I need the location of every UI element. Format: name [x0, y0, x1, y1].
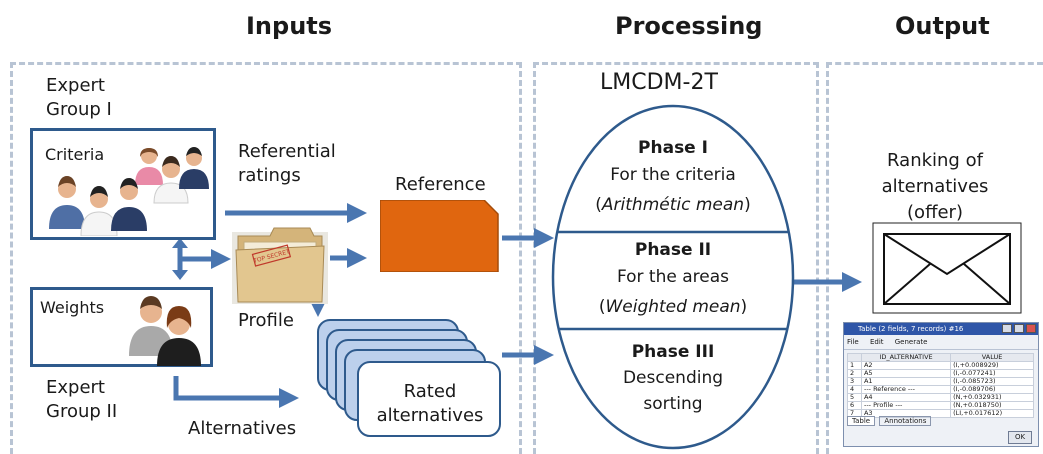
phase3-block: Phase III Descending sorting — [570, 340, 776, 416]
envelope-icon — [872, 222, 1022, 314]
referential-ratings-label: Referential ratings — [238, 141, 336, 186]
table-row: 6--- Profile ---(N,+0.018750) — [847, 401, 1034, 410]
people-group-icon — [49, 147, 209, 236]
phase1-block: Phase I For the criteria (Arithmétic mea… — [570, 136, 776, 220]
weights-people-icon — [129, 296, 201, 366]
ranking-label: Ranking of alternatives (offer) — [881, 150, 989, 223]
output-panel — [826, 62, 1043, 454]
expert-group-1-label: Expert Group I — [46, 75, 112, 120]
phase3-line1: Descending — [622, 368, 724, 388]
output-header: Output — [895, 12, 990, 40]
processing-panel — [533, 62, 819, 454]
close-icon[interactable] — [1026, 324, 1036, 333]
arrow-weights-to-rated — [173, 376, 299, 408]
result-table-window: Table (2 fields, 7 records) #16 File Edi… — [843, 322, 1039, 447]
phase1-line2: (Arithmétic mean) — [595, 195, 751, 215]
phase3-title: Phase III — [631, 342, 715, 362]
inputs-panel — [10, 62, 522, 454]
phase2-block: Phase II For the areas (Weighted mean) — [570, 238, 776, 322]
phase2-line2: (Weighted mean) — [598, 297, 748, 317]
criteria-label: Criteria — [45, 145, 105, 164]
alternatives-label: Alternatives — [188, 418, 297, 439]
reference-label: Reference — [395, 174, 486, 195]
phase2-title: Phase II — [634, 240, 712, 260]
phases-ellipse — [551, 104, 795, 450]
table-window-menu: File Edit Generate — [844, 335, 1038, 350]
profile-label: Profile — [238, 310, 294, 331]
phase2-line1: For the areas — [616, 267, 730, 287]
expert-group-2-label: Expert Group II — [46, 377, 118, 422]
minimize-icon[interactable] — [1002, 324, 1012, 333]
table-window-titlebar: Table (2 fields, 7 records) #16 — [844, 323, 1038, 335]
rated-alternatives-label: Rated alternatives — [376, 381, 484, 426]
inputs-header: Inputs — [246, 12, 333, 40]
criteria-box: Criteria — [30, 128, 216, 240]
table-window-title: Table (2 fields, 7 records) #16 — [858, 325, 964, 333]
tab-annotations[interactable]: Annotations — [879, 416, 932, 426]
menu-generate[interactable]: Generate — [894, 338, 928, 346]
tab-table[interactable]: Table — [847, 416, 876, 426]
menu-file[interactable]: File — [847, 338, 859, 346]
rated-alternatives-stack — [317, 319, 501, 437]
reference-shape — [380, 200, 499, 272]
profile-folder-icon: TOP SECRET — [232, 227, 328, 304]
weights-box: Weights — [30, 287, 213, 367]
phase3-line2: sorting — [643, 394, 703, 414]
table-row: 4--- Reference ---(I,-0.089706) — [847, 385, 1034, 394]
method-title: LMCDM-2T — [600, 70, 718, 95]
menu-edit[interactable]: Edit — [869, 338, 884, 346]
ok-button[interactable]: OK — [1008, 431, 1032, 444]
phase1-title: Phase I — [638, 138, 708, 158]
table-window-tabs: Table Annotations — [847, 416, 932, 426]
column-id-alternative: ID_ALTERNATIVE — [860, 353, 952, 362]
weights-label: Weights — [40, 298, 105, 317]
maximize-icon[interactable] — [1014, 324, 1024, 333]
phase1-line1: For the criteria — [610, 165, 736, 185]
processing-header: Processing — [615, 12, 763, 40]
